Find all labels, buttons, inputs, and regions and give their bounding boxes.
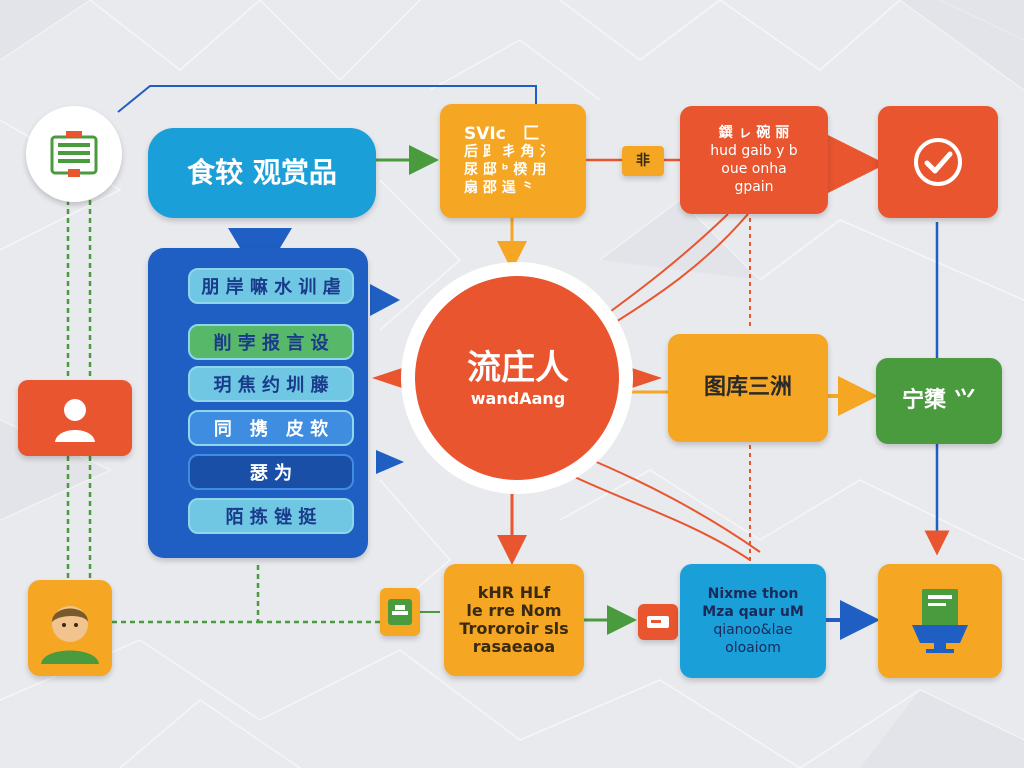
edge-bottom-dash: [112, 562, 260, 624]
panel-item-5[interactable]: 瑟 为: [188, 454, 354, 490]
edge-red-curve-d: [579, 454, 761, 553]
svc-line-1: SVIc 匚: [464, 124, 540, 144]
center-title: 流庄人: [467, 347, 569, 388]
cyan-line-4: oloaiom: [725, 640, 781, 656]
cyan-line-1: Nixme thon: [707, 586, 799, 602]
person-avatar-icon: [41, 606, 99, 664]
svc-box[interactable]: SVIc 匚 后 ⻊ 丯 ⾓ 氵 尿 邸 ᵇ 楑 用 扇 邵 逞 ⺀: [440, 104, 586, 218]
green-box[interactable]: 宁橥 ⺍: [876, 358, 1002, 444]
mid-orange-box[interactable]: 图库三洲: [668, 334, 828, 442]
cyan-line-3: qianoo&lae: [713, 622, 793, 638]
title-pill[interactable]: 食较 观赏品: [148, 128, 376, 218]
bottom-orange-line-1: kHR HLf: [477, 583, 551, 602]
document-node[interactable]: [26, 106, 122, 202]
user-box[interactable]: [18, 380, 132, 456]
bottom-orange-line-2: le rre Nom: [466, 601, 562, 620]
edge-red-curve-a: [595, 213, 729, 323]
title-pill-label: 食较 观赏品: [187, 156, 337, 189]
tag-box[interactable]: 非: [622, 146, 664, 176]
person-box[interactable]: [28, 580, 112, 676]
document-list-icon: [50, 131, 98, 177]
svc-line-4: 扇 邵 逞 ⺀: [464, 180, 535, 196]
panel-item-1[interactable]: 朋 岸 嘛 水 训 虐: [188, 268, 354, 304]
checkmark-circle-icon: [914, 138, 962, 186]
panel-item-4[interactable]: 同 携 皮 软: [188, 410, 354, 446]
computer-monitor-icon: [912, 589, 968, 653]
edge-red-curve-b: [599, 213, 749, 333]
list-panel: 朋 岸 嘛 水 训 虐 削 孛 报 言 设 玥 焦 约 圳 藤 同 携 皮 软 …: [148, 248, 368, 558]
center-circle-shape: [372, 262, 662, 494]
tag-icon: [647, 616, 669, 628]
image-card-icon: [388, 599, 412, 625]
bottom-orange-box[interactable]: kHR HLf le rre Nom Trororoir sls rasaeao…: [444, 564, 584, 676]
user-silhouette-icon: [55, 399, 95, 442]
image-card[interactable]: [380, 588, 420, 636]
panel-arrow-right-top: [370, 284, 400, 316]
red-box[interactable]: 鐉 ㇾ 碗 丽 hud gaib y b oue onha gpain: [680, 106, 828, 214]
panel-arrow-top: [228, 228, 292, 248]
bottom-orange-line-4: rasaeaoa: [472, 637, 556, 656]
check-box[interactable]: [878, 106, 998, 218]
panel-item-2[interactable]: 削 孛 报 言 设: [188, 324, 354, 360]
center-subtitle: wandAang: [470, 388, 566, 408]
cyan-line-2: Mza qaur uM: [702, 604, 804, 620]
tag-card[interactable]: [638, 604, 678, 640]
panel-item-3[interactable]: 玥 焦 约 圳 藤: [188, 366, 354, 402]
cyan-box[interactable]: Nixme thon Mza qaur uM qianoo&lae oloaio…: [680, 564, 826, 678]
bottom-orange-line-3: Trororoir sls: [459, 619, 569, 638]
svc-line-3: 尿 邸 ᵇ 楑 用: [464, 162, 547, 178]
red-line-3: oue onha: [721, 161, 787, 177]
green-label: 宁橥 ⺍: [902, 388, 976, 413]
red-line-4: gpain: [734, 179, 774, 195]
red-line-2: hud gaib y b: [710, 143, 798, 159]
svc-line-2: 后 ⻊ 丯 ⾓ 氵: [464, 144, 554, 160]
monitor-box[interactable]: [878, 564, 1002, 678]
center-node[interactable]: 流庄人 wandAang: [418, 312, 618, 442]
tag-label: 非: [636, 153, 650, 169]
edge-top-bracket: [117, 85, 537, 113]
mid-orange-label: 图库三洲: [703, 375, 792, 400]
red-line-1: 鐉 ㇾ 碗 丽: [718, 125, 790, 141]
panel-arrow-right-bottom: [376, 450, 404, 474]
panel-item-6[interactable]: 陌 拣 锉 挺: [188, 498, 354, 534]
edge-red-curve-c: [559, 469, 751, 561]
